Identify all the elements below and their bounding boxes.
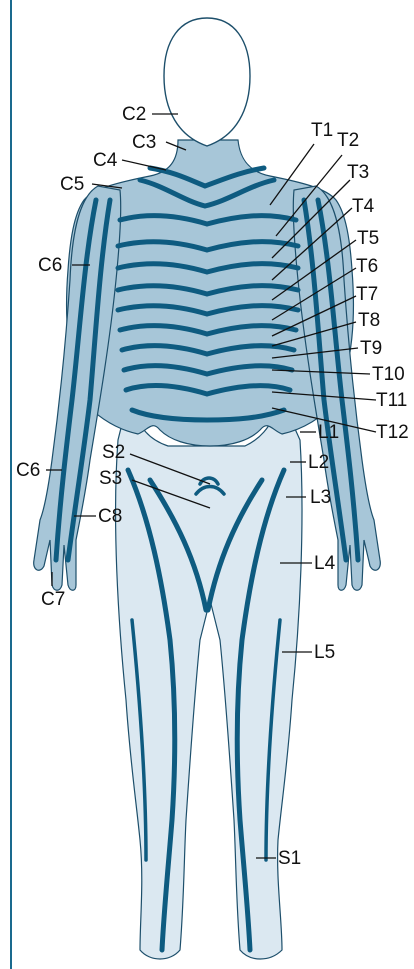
label-t8: T8: [358, 310, 380, 331]
label-t9: T9: [360, 338, 382, 359]
label-c4: C4: [93, 150, 118, 171]
label-s3: S3: [99, 468, 122, 489]
label-t5: T5: [357, 228, 379, 249]
label-s2: S2: [102, 442, 125, 463]
label-t1: T1: [311, 120, 333, 141]
label-t11: T11: [376, 390, 407, 411]
head: [164, 18, 250, 146]
label-l4: L4: [314, 553, 336, 574]
label-t6: T6: [356, 256, 378, 277]
label-c6-arm: C6: [38, 255, 62, 276]
label-c8: C8: [98, 506, 122, 527]
label-c5: C5: [60, 174, 84, 195]
label-c2: C2: [122, 104, 146, 125]
label-t2: T2: [337, 130, 359, 151]
label-c6-hand: C6: [16, 460, 40, 481]
label-l2: L2: [308, 452, 329, 473]
label-s1: S1: [278, 848, 301, 869]
label-c3: C3: [132, 132, 156, 153]
label-t7: T7: [356, 284, 378, 305]
label-t10: T10: [372, 364, 405, 385]
label-l1: L1: [318, 422, 339, 443]
label-t12: T12: [376, 422, 409, 443]
label-l5: L5: [314, 642, 335, 663]
label-c7: C7: [41, 589, 65, 610]
label-t3: T3: [347, 162, 369, 183]
label-t4: T4: [352, 196, 375, 217]
label-l3: L3: [310, 487, 331, 508]
